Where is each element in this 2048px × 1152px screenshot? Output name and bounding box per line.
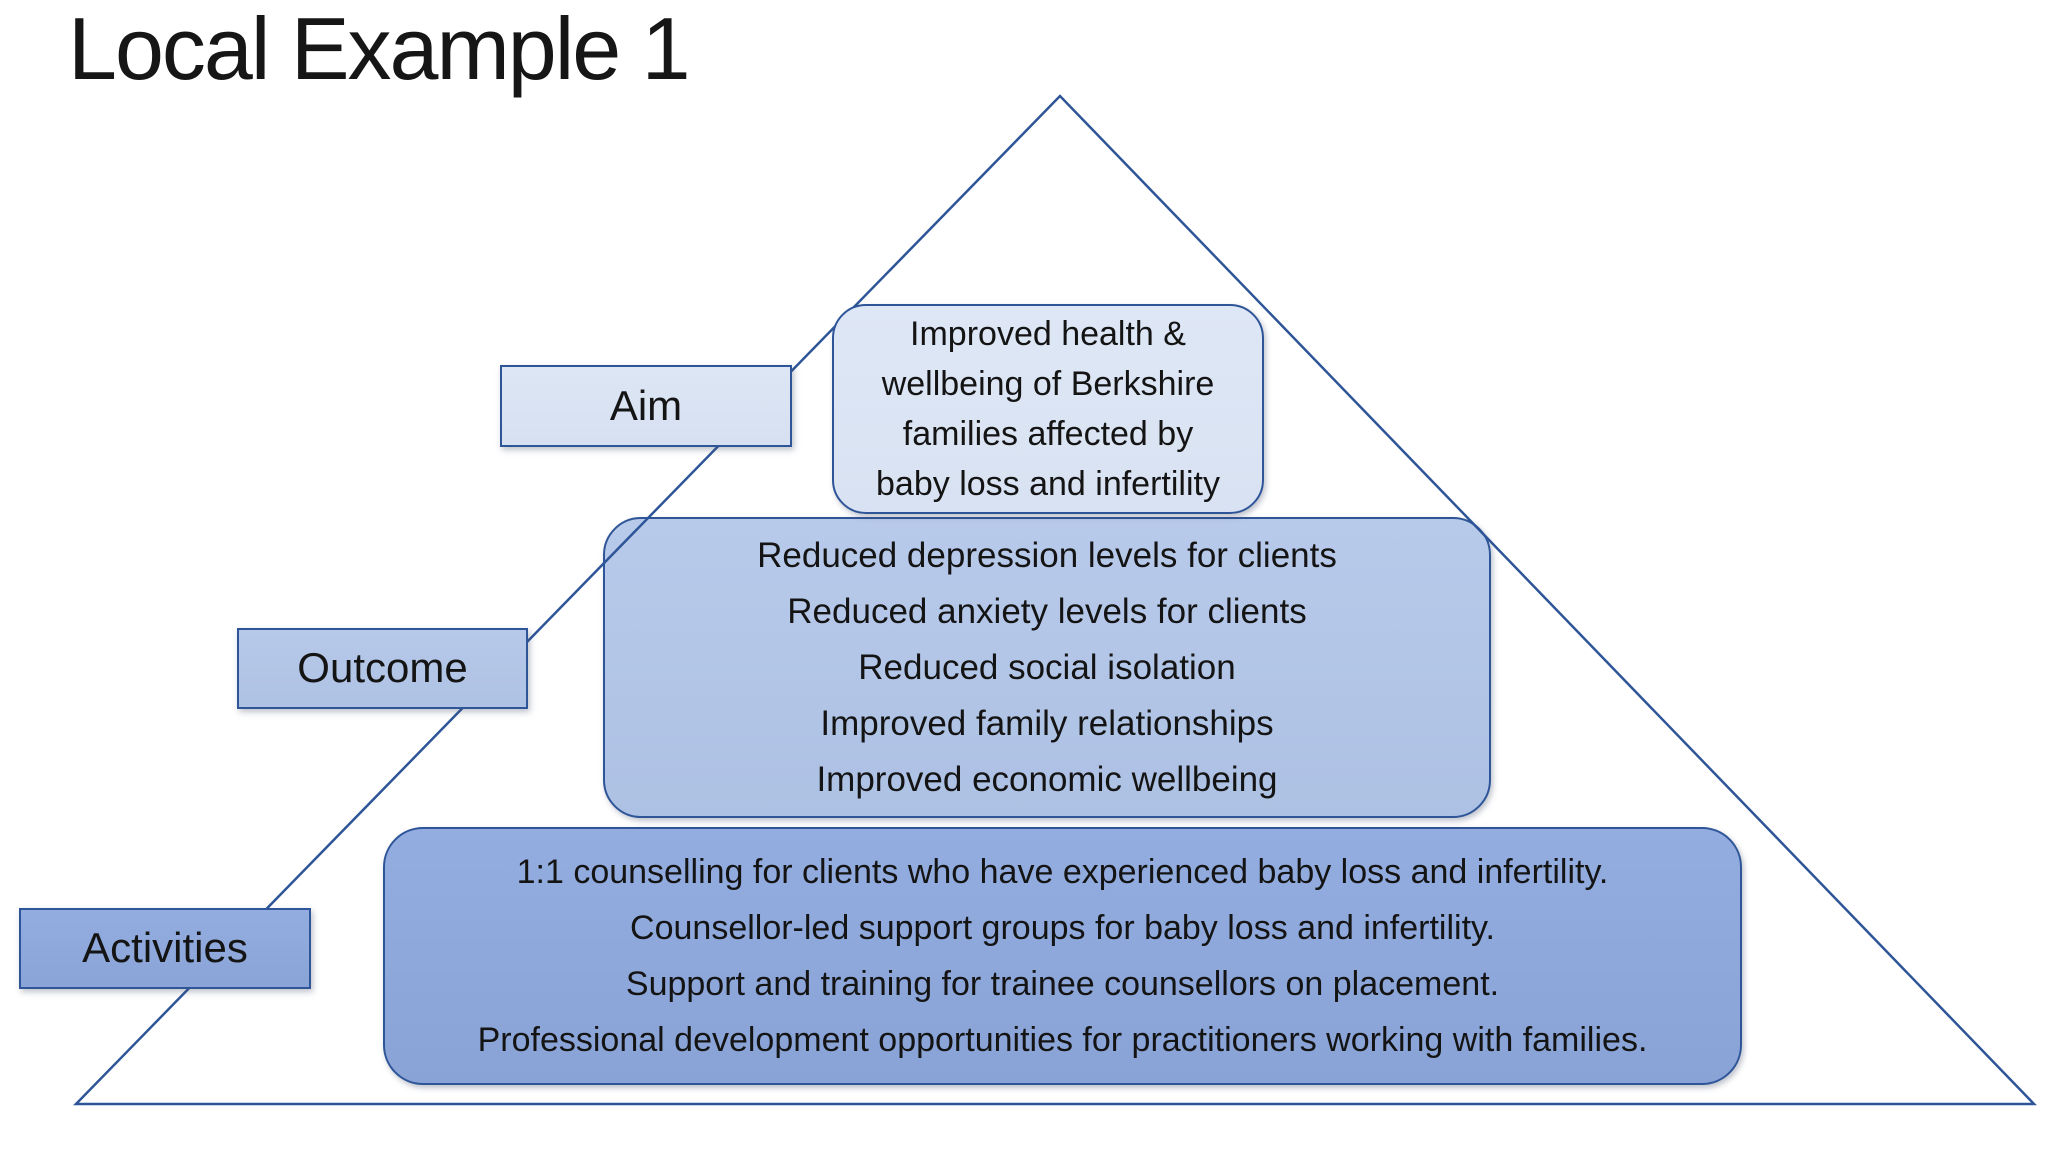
- activities-line: Professional development opportunities f…: [477, 1021, 1648, 1059]
- activities-line: Counsellor-led support groups for baby l…: [630, 909, 1495, 947]
- aim-content-box: Improved health & wellbeing of Berkshire…: [832, 304, 1264, 514]
- aim-line: Improved health &: [910, 315, 1186, 353]
- outcome-label-box: Outcome: [237, 628, 528, 709]
- aim-line: baby loss and infertility: [876, 465, 1220, 503]
- aim-line: wellbeing of Berkshire: [881, 365, 1215, 403]
- activities-line: 1:1 counselling for clients who have exp…: [516, 853, 1609, 891]
- outcome-content-box: Reduced depression levels for clients Re…: [603, 517, 1491, 818]
- activities-label: Activities: [82, 924, 248, 972]
- outcome-line: Improved family relationships: [820, 703, 1274, 743]
- aim-label-box: Aim: [500, 365, 792, 447]
- aim-label: Aim: [609, 381, 683, 429]
- outcome-line: Improved economic wellbeing: [816, 759, 1278, 799]
- outcome-line: Reduced anxiety levels for clients: [787, 591, 1307, 631]
- activities-line: Support and training for trainee counsel…: [625, 965, 1500, 1003]
- activities-content-box: 1:1 counselling for clients who have exp…: [383, 827, 1742, 1085]
- outcome-line: Reduced social isolation: [858, 647, 1236, 687]
- outcome-label: Outcome: [297, 644, 468, 692]
- slide-title: Local Example 1: [68, 0, 691, 98]
- outcome-line: Reduced depression levels for clients: [757, 535, 1337, 575]
- aim-line: families affected by: [902, 415, 1194, 453]
- activities-label-box: Activities: [19, 908, 311, 989]
